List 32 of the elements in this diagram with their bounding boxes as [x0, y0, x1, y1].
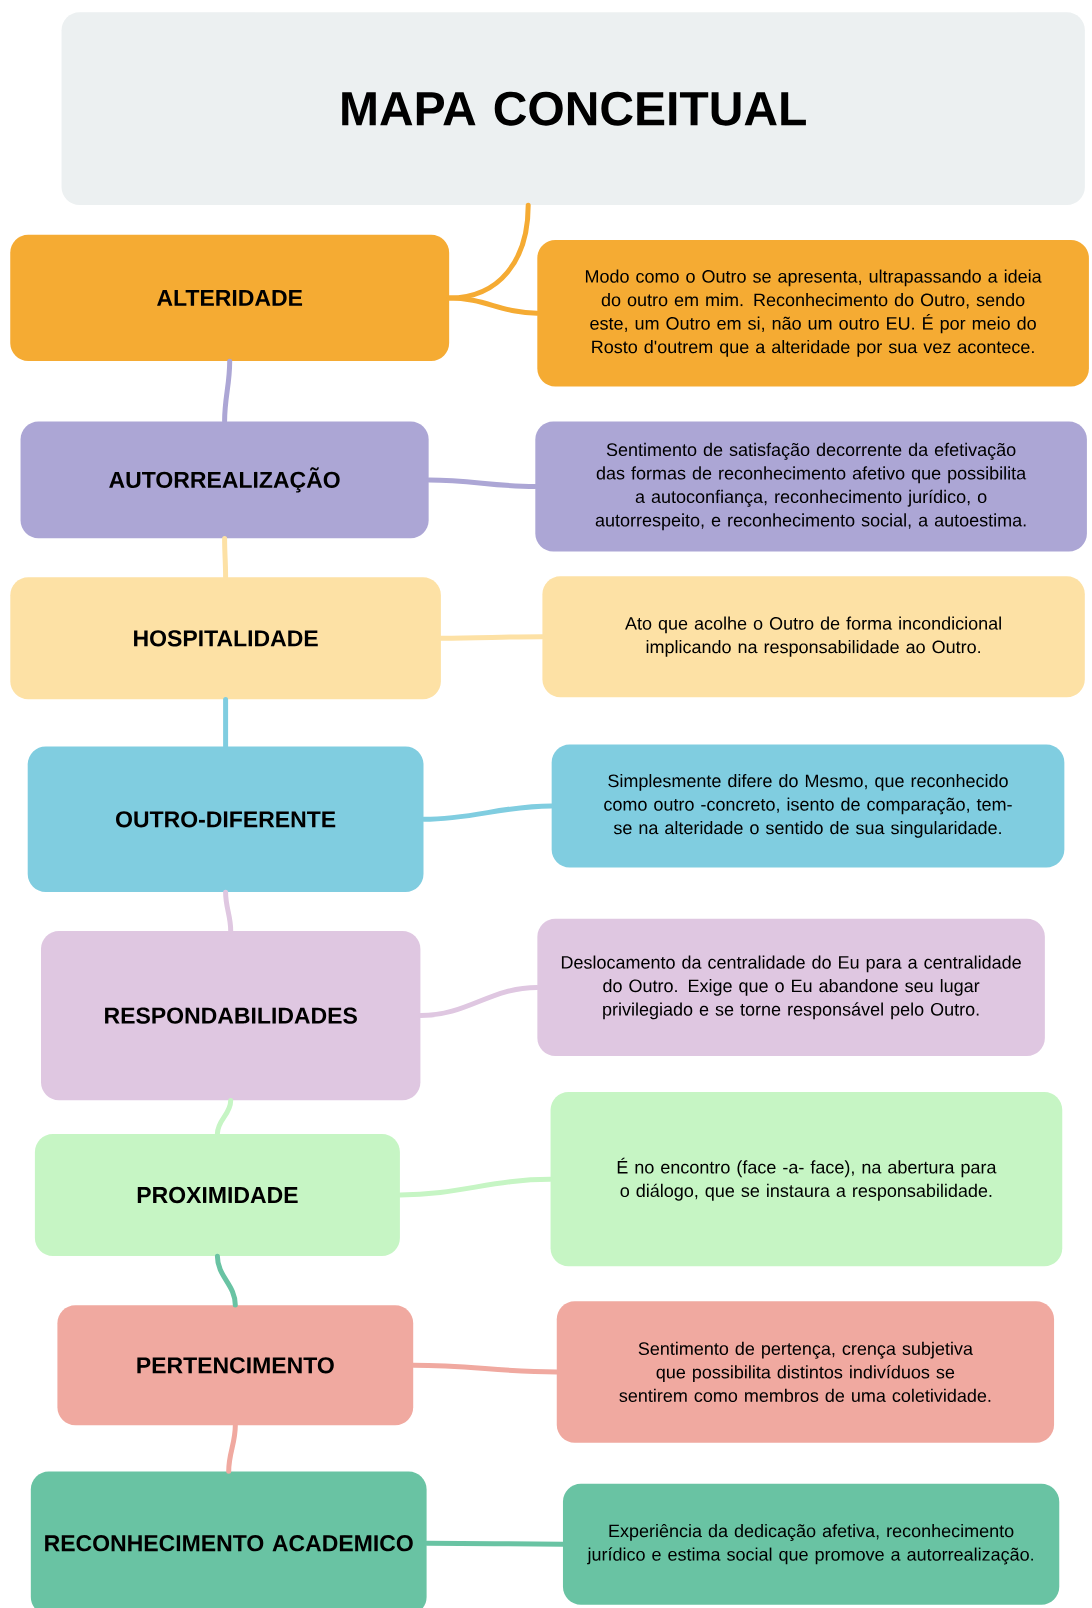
title-box: MAPA CONCEITUAL	[61, 12, 1085, 206]
connector-line	[421, 803, 554, 822]
concept-box: ALTERIDADE	[10, 234, 450, 361]
connector-line	[424, 1540, 566, 1547]
concept-box: PERTENCIMENTO	[57, 1305, 414, 1426]
connector-line	[410, 1362, 560, 1375]
definition-box: Simplesmente difere do Mesmo, que reconhecido como outro -concreto, isento de comparação, tem-se na alteridade o sentido de sua singularidade.	[551, 744, 1065, 868]
concept-box: OUTRO-DIFERENTE	[27, 746, 424, 893]
definition-box: Sentimento de satisfação decorrente da efetivação das formas de reconhecimento afetivo que possibilita a autoconfiança, reconhecimento jurídico, o autorrespeito, e reconhecimento social, a autoestima.	[535, 421, 1087, 552]
connector-line	[223, 697, 229, 749]
concept-box: PROXIMIDADE	[34, 1134, 400, 1256]
definition-box: Modo como o Outro se apresenta, ultrapassando a ideia do outro em mim. Reconhecimento do Outro, sendo este, um Outro em si, não um outro EU. É por meio do Rosto d'outrem que a alteridade por sua vez acontece.	[537, 239, 1089, 387]
connector-line	[214, 1253, 238, 1308]
definition-box: Ato que acolhe o Outro de forma incondicional implicando na responsabilidade ao Outro.	[542, 576, 1085, 698]
definition-box: Deslocamento da centralidade do Eu para a centralidade do Outro. Exige que o Eu abandone seu lugar privilegiado e se torne responsável pelo Outro.	[537, 918, 1045, 1057]
connector-line	[223, 889, 234, 934]
connector-line	[446, 295, 540, 316]
connector-line	[214, 1097, 234, 1137]
definition-box: Experiência da dedicação afetiva, reconhecimento jurídico e estima social que promove a autorrealização.	[562, 1483, 1060, 1605]
concept-box: RECONHECIMENTO ACADEMICO	[30, 1471, 427, 1608]
definition-box: Sentimento de pertença, crença subjetiva que possibilita distintos indivíduos se sentirem como membros de uma coletividade.	[556, 1301, 1055, 1443]
concept-box: RESPONDABILIDADES	[41, 931, 421, 1101]
connector-line	[222, 536, 229, 580]
connector-line	[226, 1423, 238, 1474]
concept-box: AUTORREALIZAÇÃO	[20, 421, 429, 539]
connector-line	[397, 1176, 553, 1198]
connector-line	[426, 477, 538, 489]
connector-line	[222, 358, 233, 424]
connector-line	[438, 634, 545, 641]
definition-box: É no encontro (face -a- face), na abertura para o diálogo, que se instaura a responsabilidade.	[550, 1092, 1063, 1267]
connector-line	[418, 984, 540, 1019]
concept-box: HOSPITALIDADE	[10, 577, 441, 700]
